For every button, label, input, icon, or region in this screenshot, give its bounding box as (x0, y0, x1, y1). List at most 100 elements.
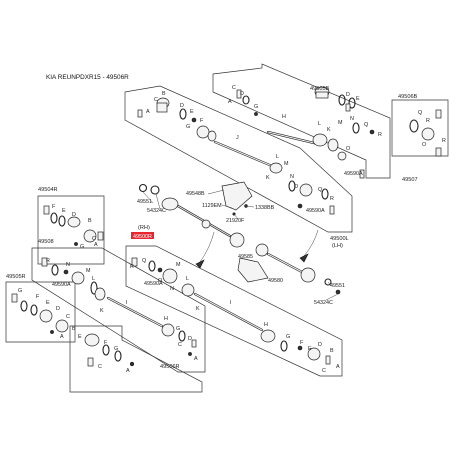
pn-49585: 49585 (238, 254, 253, 260)
letter-m-upper: M (284, 161, 289, 167)
box-upper-main (124, 85, 353, 233)
letter-f-lt: F (52, 204, 56, 210)
letter-c-br: C (322, 368, 326, 374)
letter-d-lm: D (188, 336, 192, 342)
letter-d-upper: D (180, 103, 184, 109)
leader-1129em (221, 204, 233, 209)
letter-k-br: K (196, 306, 200, 312)
letter-k-tr: K (327, 127, 331, 133)
letter-h-tr: H (282, 114, 286, 120)
letter-a-lb: A (60, 334, 64, 340)
letter-n-br: N (170, 286, 174, 292)
pn-49590a-mid: 49590A (144, 281, 163, 287)
letter-d2-tr: D (346, 92, 350, 98)
top-right-assembly (236, 86, 375, 161)
letter-c-lb: C (66, 314, 70, 320)
letter-c-lm: C (178, 342, 182, 348)
letter-o-br: O (158, 278, 162, 284)
letter-g-upper: G (186, 124, 190, 130)
letter-i-br: I (230, 300, 232, 306)
bottom-right-assembly (131, 257, 331, 365)
flow-arrow-left (199, 231, 215, 263)
upper-main-assembly (137, 97, 365, 215)
letter-r-br: R (130, 264, 134, 270)
letter-f-upper: F (200, 118, 204, 124)
left-top-assembly (43, 205, 104, 246)
letter-b-lb: B (72, 326, 76, 332)
letter-a-tr: A (228, 99, 232, 105)
letter-r-fr: R (426, 118, 430, 124)
pn-49590a-left: 49590A (52, 282, 71, 288)
letter-m-tr: M (338, 120, 343, 126)
letter-r2-fr: R (442, 138, 446, 144)
center-rh-shaft (138, 183, 245, 248)
letter-g-tr: G (254, 104, 258, 110)
letter-n-tr: N (350, 116, 354, 122)
pn-49551-top: 49551 (137, 199, 152, 205)
letter-e-lb: E (46, 300, 50, 306)
pn-49590a-right: 49590A (306, 208, 325, 214)
letter-q-fr: Q (418, 110, 422, 116)
letter-c-lower: C (98, 364, 102, 370)
letter-f-lower: F (104, 340, 108, 346)
letter-k-lm: K (100, 308, 104, 314)
box-left-mid (31, 247, 206, 373)
letter-g-lm: G (176, 326, 180, 332)
letter-l-lm: L (92, 276, 95, 282)
leader-49548b (207, 189, 225, 195)
letter-b-upper: B (162, 91, 166, 97)
label-49504r: 49504R (38, 187, 58, 193)
letter-c-lt: C (92, 236, 96, 242)
left-mid-assembly (41, 257, 197, 356)
letter-q-upper: Q (318, 187, 322, 193)
pn-49580: 49580 (268, 278, 283, 284)
letter-r-upper: R (330, 196, 334, 202)
letter-a-lm: A (194, 356, 198, 362)
box-left-top (37, 195, 105, 265)
letter-m-br: M (176, 262, 181, 268)
pn-1338bb: 1338BB (255, 205, 275, 211)
pn-49590a-side: 49590A (344, 171, 363, 177)
bracket-assembly (221, 181, 253, 216)
letter-a-lower: A (126, 368, 130, 374)
center-lh-shaft (237, 243, 341, 295)
pn-49551-bot: 49551 (330, 283, 345, 289)
letter-d-br: D (318, 342, 322, 348)
label-49505r: 49505R (6, 274, 26, 280)
letter-h-lm: H (164, 316, 168, 322)
left-bot-assembly (11, 293, 69, 334)
box-left-bot (5, 281, 76, 343)
letter-e-lt: E (62, 208, 66, 214)
letter-g-lower: G (114, 346, 118, 352)
leader-21920f (233, 213, 239, 220)
letter-k-upper: K (266, 175, 270, 181)
label-49500r[interactable]: 49500R (133, 234, 152, 240)
letter-c-tr: C (232, 85, 236, 91)
letter-o-upper: O (294, 184, 298, 190)
label-lh-tag: (LH) (332, 243, 343, 249)
box-far-right (391, 99, 449, 157)
letter-m-lm: M (86, 268, 91, 274)
label-rh-tag: (RH) (138, 225, 150, 231)
pn-49548b: 49548B (186, 191, 205, 197)
letter-e-upper: E (190, 109, 194, 115)
letter-b-br: B (330, 348, 334, 354)
lower-main-assembly (84, 333, 135, 367)
letter-f-br: F (300, 340, 304, 346)
letter-e-br: E (308, 346, 312, 352)
letter-r-tr: R (378, 132, 382, 138)
letter-i-lm: I (126, 300, 128, 306)
letter-b-lt: B (88, 218, 92, 224)
letter-j-upper: J (236, 135, 239, 141)
rh-part-highlight[interactable] (131, 232, 154, 239)
letter-e-lower: E (78, 334, 82, 340)
letter-a-upper: A (146, 109, 150, 115)
letter-e-tr: E (356, 96, 360, 102)
letter-q-tr: Q (364, 122, 368, 128)
leader-49551-bot (327, 281, 331, 285)
letter-g-br: G (286, 334, 290, 340)
flow-arrow-right-head (299, 253, 309, 263)
box-bottom-right (125, 245, 343, 377)
